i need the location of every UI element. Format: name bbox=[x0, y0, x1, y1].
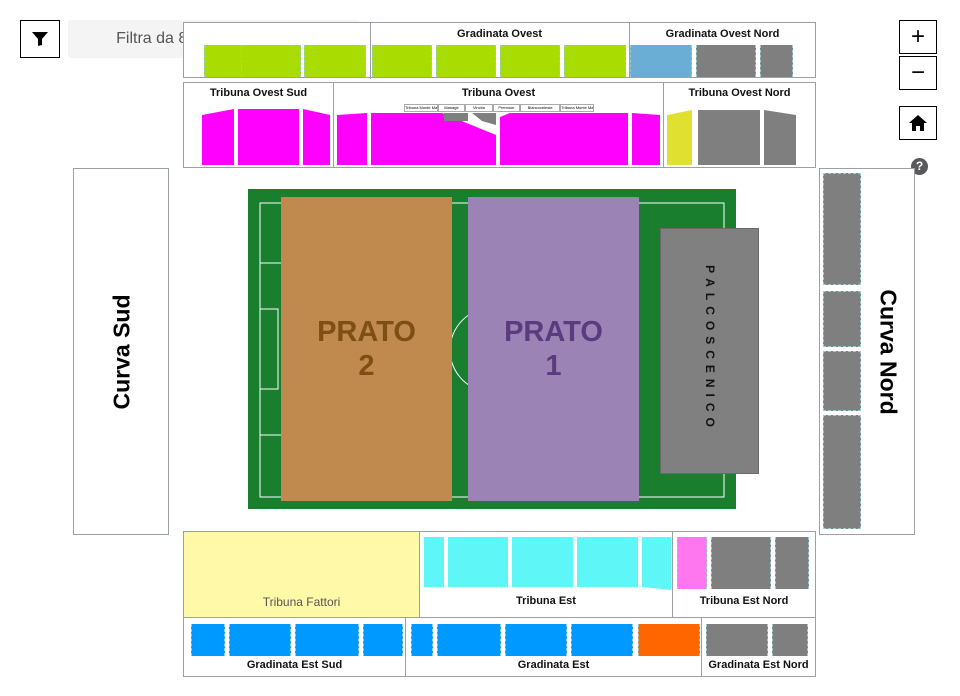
sector-tribuna-est-nord[interactable]: Tribuna Est Nord bbox=[672, 531, 816, 618]
help-icon[interactable]: ? bbox=[911, 158, 928, 175]
sector-curva-sud[interactable]: Curva Sud bbox=[73, 168, 169, 535]
prato-2-label: PRATO 2 bbox=[281, 315, 452, 383]
tribuna-ovest-subsections: Tribuna Monte Mar Manage Vincita Premium… bbox=[404, 104, 594, 112]
subsection-label: Vincita bbox=[465, 104, 493, 112]
seat-blocks[interactable] bbox=[184, 107, 335, 167]
prato-1-area[interactable]: PRATO 1 bbox=[468, 197, 639, 501]
seat-block[interactable] bbox=[772, 624, 808, 656]
seat-block[interactable] bbox=[706, 624, 768, 656]
seat-blocks[interactable] bbox=[420, 532, 674, 594]
prato-2-area[interactable]: PRATO 2 bbox=[281, 197, 452, 501]
sector-label: Tribuna Ovest bbox=[461, 87, 536, 99]
home-button[interactable] bbox=[899, 106, 937, 140]
sector-label: Tribuna Ovest Nord bbox=[688, 87, 791, 99]
seat-blocks[interactable] bbox=[664, 107, 817, 167]
prato-2-line2: 2 bbox=[358, 350, 375, 382]
prato-2-line1: PRATO bbox=[317, 316, 416, 348]
seat-block[interactable] bbox=[711, 537, 771, 589]
seat-block[interactable] bbox=[500, 45, 560, 77]
seat-block[interactable] bbox=[372, 45, 432, 77]
seat-block[interactable] bbox=[436, 45, 496, 77]
seat-block[interactable] bbox=[823, 415, 861, 529]
seat-block[interactable] bbox=[823, 173, 861, 285]
sector-label-curva-nord: Curva Nord bbox=[875, 289, 902, 415]
seat-block[interactable] bbox=[630, 45, 692, 77]
sector-tribuna-fattori[interactable]: Tribuna Fattori bbox=[183, 531, 420, 618]
sector-label: Gradinata Est Sud bbox=[246, 659, 343, 671]
prato-1-line2: 1 bbox=[545, 350, 562, 382]
prato-1-label: PRATO 1 bbox=[468, 315, 639, 383]
sector-tribuna-ovest-nord[interactable]: Tribuna Ovest Nord bbox=[663, 82, 816, 168]
zoom-out-button[interactable]: − bbox=[899, 56, 937, 90]
seat-block[interactable] bbox=[191, 624, 225, 656]
sector-tribuna-ovest-sud[interactable]: Tribuna Ovest Sud bbox=[183, 82, 334, 168]
sector-tribuna-ovest[interactable]: Tribuna Ovest Tribuna Monte Mar Manage V… bbox=[333, 82, 664, 168]
subsection-label: Manage bbox=[437, 104, 466, 112]
seat-block[interactable] bbox=[775, 537, 809, 589]
subsection-label: Biancoceleste bbox=[520, 104, 561, 112]
sector-gradinata-ovest-nord[interactable]: Gradinata Ovest Nord bbox=[629, 22, 816, 78]
sector-label: Tribuna Ovest Sud bbox=[209, 87, 308, 99]
sector-gradinata-est-sud[interactable]: Gradinata Est Sud bbox=[183, 617, 406, 677]
seat-block[interactable] bbox=[437, 624, 501, 656]
filter-button[interactable] bbox=[20, 20, 60, 58]
prato-1-line1: PRATO bbox=[504, 316, 603, 348]
seat-block[interactable] bbox=[638, 624, 700, 656]
sector-label: Gradinata Ovest bbox=[457, 28, 542, 40]
palcoscenico-label: PALCOSCENICO bbox=[703, 265, 717, 433]
seat-block[interactable] bbox=[571, 624, 633, 656]
sector-label: Gradinata Est bbox=[517, 659, 590, 671]
palcoscenico-stage: PALCOSCENICO bbox=[660, 228, 759, 474]
seat-block[interactable] bbox=[823, 351, 861, 411]
sector-gradinata-ovest[interactable]: Gradinata Ovest bbox=[183, 22, 630, 79]
sector-gradinata-est[interactable]: Gradinata Est bbox=[405, 617, 702, 677]
funnel-icon bbox=[32, 32, 48, 46]
seat-block[interactable] bbox=[696, 45, 756, 77]
sector-label: Tribuna Est Nord bbox=[699, 595, 789, 607]
seat-block[interactable] bbox=[229, 624, 291, 656]
help-icon-glyph: ? bbox=[915, 159, 924, 173]
sector-label: Gradinata Est Nord bbox=[708, 659, 809, 671]
sector-label: Tribuna Est bbox=[516, 595, 576, 607]
seat-block[interactable] bbox=[304, 45, 366, 77]
sector-gradinata-est-nord[interactable]: Gradinata Est Nord bbox=[701, 617, 816, 677]
subsection-label: Tribuna Monte Mar bbox=[404, 104, 438, 112]
plus-icon: + bbox=[910, 23, 925, 50]
subsection-label: Tribuna Monte Mar bbox=[560, 104, 594, 112]
seat-block[interactable] bbox=[241, 45, 301, 77]
seat-block[interactable] bbox=[760, 45, 793, 77]
seat-block[interactable] bbox=[411, 624, 433, 656]
seat-block[interactable] bbox=[564, 45, 626, 77]
home-icon bbox=[909, 115, 927, 131]
sector-curva-nord[interactable]: Curva Nord bbox=[819, 168, 915, 535]
seat-block[interactable] bbox=[677, 537, 707, 589]
sector-label: Tribuna Fattori bbox=[262, 595, 341, 609]
sector-tribuna-est[interactable]: Tribuna Est bbox=[419, 531, 673, 618]
seat-block[interactable] bbox=[505, 624, 567, 656]
seat-block[interactable] bbox=[823, 291, 861, 347]
seat-block[interactable] bbox=[295, 624, 359, 656]
subsection-label: Premium bbox=[492, 104, 521, 112]
seat-block[interactable] bbox=[363, 624, 403, 656]
sector-label: Gradinata Ovest Nord bbox=[665, 28, 780, 40]
minus-icon: − bbox=[910, 59, 925, 86]
seat-blocks[interactable] bbox=[334, 107, 665, 167]
sector-label-curva-sud: Curva Sud bbox=[108, 294, 135, 410]
zoom-in-button[interactable]: + bbox=[899, 20, 937, 54]
